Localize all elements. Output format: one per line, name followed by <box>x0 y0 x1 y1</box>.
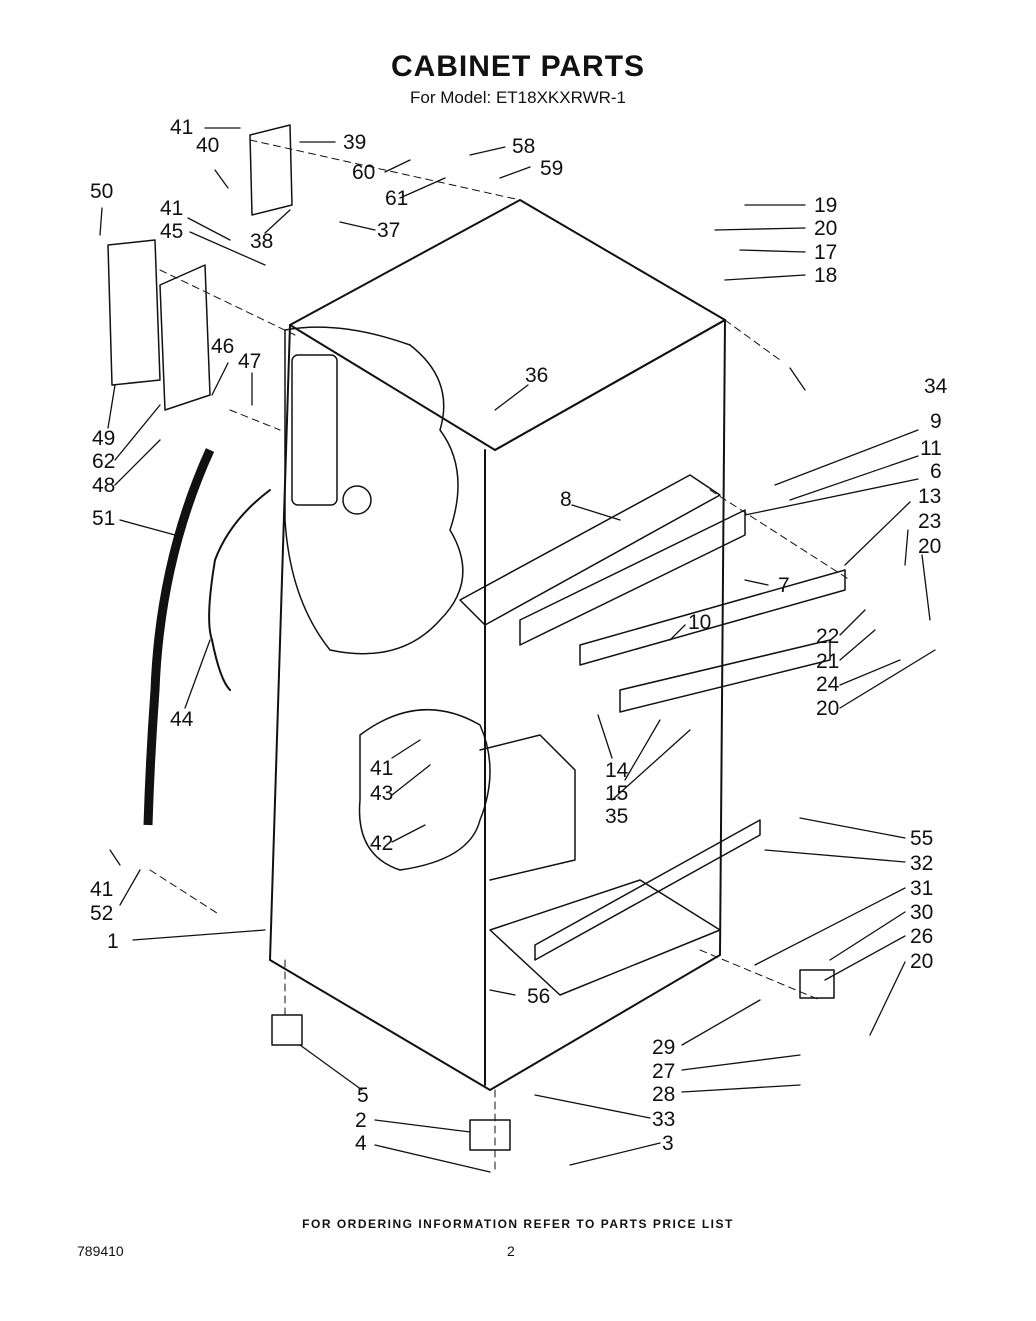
callout-6: 6 <box>930 460 942 483</box>
front-rail-assembly <box>459 474 721 626</box>
callout-50: 50 <box>90 180 113 203</box>
callout-44: 44 <box>170 708 194 731</box>
cabinet-left-side <box>269 324 491 1091</box>
callout-40: 40 <box>196 134 219 157</box>
callout-52: 52 <box>90 902 113 925</box>
liner-cutout <box>284 326 464 655</box>
document-number: 789410 <box>77 1243 124 1259</box>
callout-27: 27 <box>652 1060 675 1083</box>
callout-28: 28 <box>652 1083 675 1106</box>
callout-33: 33 <box>652 1108 675 1131</box>
callout-38: 38 <box>250 230 273 253</box>
machine-compartment <box>479 734 576 881</box>
callout-18: 18 <box>814 264 837 287</box>
alignment-lines <box>149 139 851 1171</box>
callout-4: 4 <box>355 1132 367 1155</box>
callout-58: 58 <box>512 135 535 158</box>
liner-vent <box>291 354 338 506</box>
callout-3: 3 <box>662 1132 674 1155</box>
callout-47: 47 <box>238 350 261 373</box>
roller-left <box>271 1014 303 1046</box>
callout-20-a: 20 <box>814 217 837 240</box>
callout-36: 36 <box>525 364 548 387</box>
rail-lower-plate <box>619 639 831 713</box>
callout-31: 31 <box>910 877 933 900</box>
callout-34: 34 <box>924 375 948 398</box>
leader-lines <box>99 127 936 1173</box>
hinge-bracket <box>107 239 161 386</box>
cabinet-right-side <box>489 319 726 1091</box>
liner-fitting <box>342 485 372 515</box>
callout-60: 60 <box>352 161 375 184</box>
callout-43: 43 <box>370 782 393 805</box>
cabinet-top <box>289 199 726 451</box>
callout-56: 56 <box>527 985 550 1008</box>
model-subtitle: For Model: ET18XKXRWR-1 <box>409 88 627 107</box>
callout-61: 61 <box>385 187 408 210</box>
lower-cutout <box>358 708 491 871</box>
callout-17: 17 <box>814 241 837 264</box>
callout-35: 35 <box>605 805 628 828</box>
callout-7: 7 <box>778 574 790 597</box>
ordering-note: FOR ORDERING INFORMATION REFER TO PARTS … <box>302 1217 734 1231</box>
callout-37: 37 <box>377 219 400 242</box>
callout-32: 32 <box>910 852 933 875</box>
callout-19: 19 <box>814 194 837 217</box>
callout-20-d: 20 <box>910 950 933 973</box>
callout-15: 15 <box>605 782 628 805</box>
callout-5: 5 <box>357 1084 369 1107</box>
callout-41-d: 41 <box>90 878 113 901</box>
callout-41-c: 41 <box>370 757 393 780</box>
page-title: CABINET PARTS <box>390 50 646 83</box>
callout-45: 45 <box>160 220 183 243</box>
callout-22: 22 <box>816 625 839 648</box>
gasket-panel <box>159 264 211 411</box>
page-number: 2 <box>507 1243 515 1259</box>
callout-20-c: 20 <box>816 697 839 720</box>
callout-46: 46 <box>211 335 234 358</box>
rail-channel <box>519 509 746 646</box>
callout-23: 23 <box>918 510 941 533</box>
callout-49: 49 <box>92 427 115 450</box>
callout-41-a: 41 <box>170 116 193 139</box>
callout-13: 13 <box>918 485 941 508</box>
bottom-rail <box>534 819 761 961</box>
callout-55: 55 <box>910 827 933 850</box>
control-housing <box>249 124 293 216</box>
callout-26: 26 <box>910 925 933 948</box>
drain-hose <box>143 448 215 826</box>
callout-62: 62 <box>92 450 115 473</box>
callout-48: 48 <box>92 474 115 497</box>
leveler-right <box>799 969 835 999</box>
callout-30: 30 <box>910 901 933 924</box>
callout-24: 24 <box>816 673 840 696</box>
callout-2: 2 <box>355 1109 367 1132</box>
callout-14: 14 <box>605 759 629 782</box>
callout-20-b: 20 <box>918 535 941 558</box>
compartment-floor <box>489 879 721 996</box>
callout-29: 29 <box>652 1036 675 1059</box>
callout-11: 11 <box>920 437 942 460</box>
callout-51: 51 <box>92 507 115 530</box>
rail-panel <box>579 569 846 666</box>
callout-42: 42 <box>370 832 393 855</box>
callout-9: 9 <box>930 410 942 433</box>
power-cord <box>208 489 271 691</box>
roller-front <box>469 1119 511 1151</box>
callout-59: 59 <box>540 157 563 180</box>
callout-1: 1 <box>107 930 119 953</box>
callout-10: 10 <box>688 611 711 634</box>
callout-21: 21 <box>816 650 839 673</box>
callout-8: 8 <box>560 488 572 511</box>
callout-41-b: 41 <box>160 197 183 220</box>
callout-39: 39 <box>343 131 366 154</box>
